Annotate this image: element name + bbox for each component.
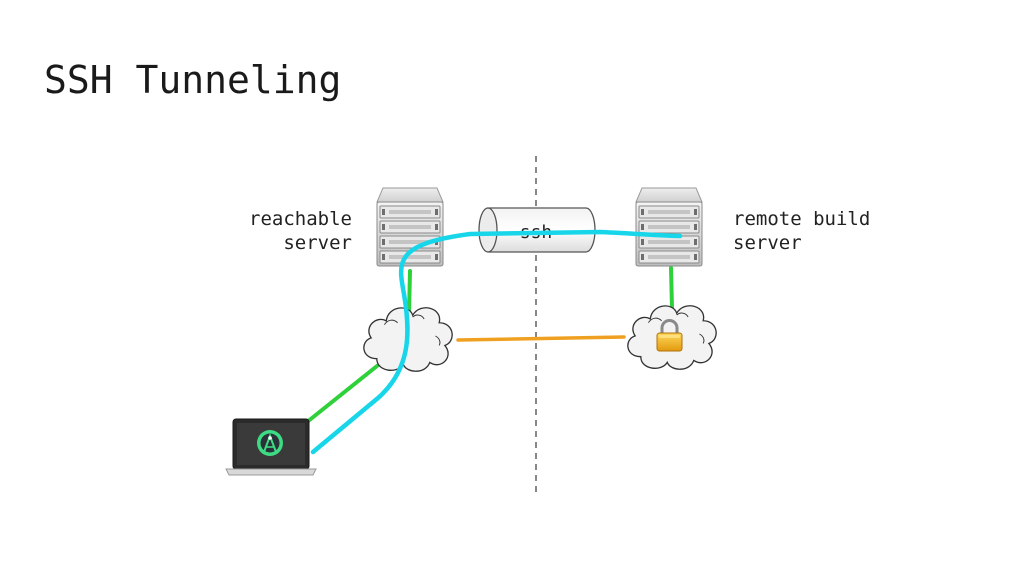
cloud-to-reachable-server-link: [407, 269, 412, 316]
remote-build-server-label: remote build server: [733, 208, 871, 254]
android-studio-icon: [257, 430, 283, 456]
cloud-to-remote-server-link: [669, 266, 674, 310]
cloud-to-cloud-link: [456, 335, 626, 342]
laptop-icon: [225, 418, 317, 476]
remote-build-server-icon: [635, 187, 703, 267]
tunnel-data-path: [310, 229, 683, 455]
laptop-to-cloud-link: [305, 364, 379, 424]
lock-icon: [656, 319, 683, 352]
reachable-server-label: reachable server: [249, 208, 352, 254]
ssh-tunnel-tube: ssh: [478, 207, 596, 253]
slide-title: SSH Tunneling: [44, 58, 342, 102]
